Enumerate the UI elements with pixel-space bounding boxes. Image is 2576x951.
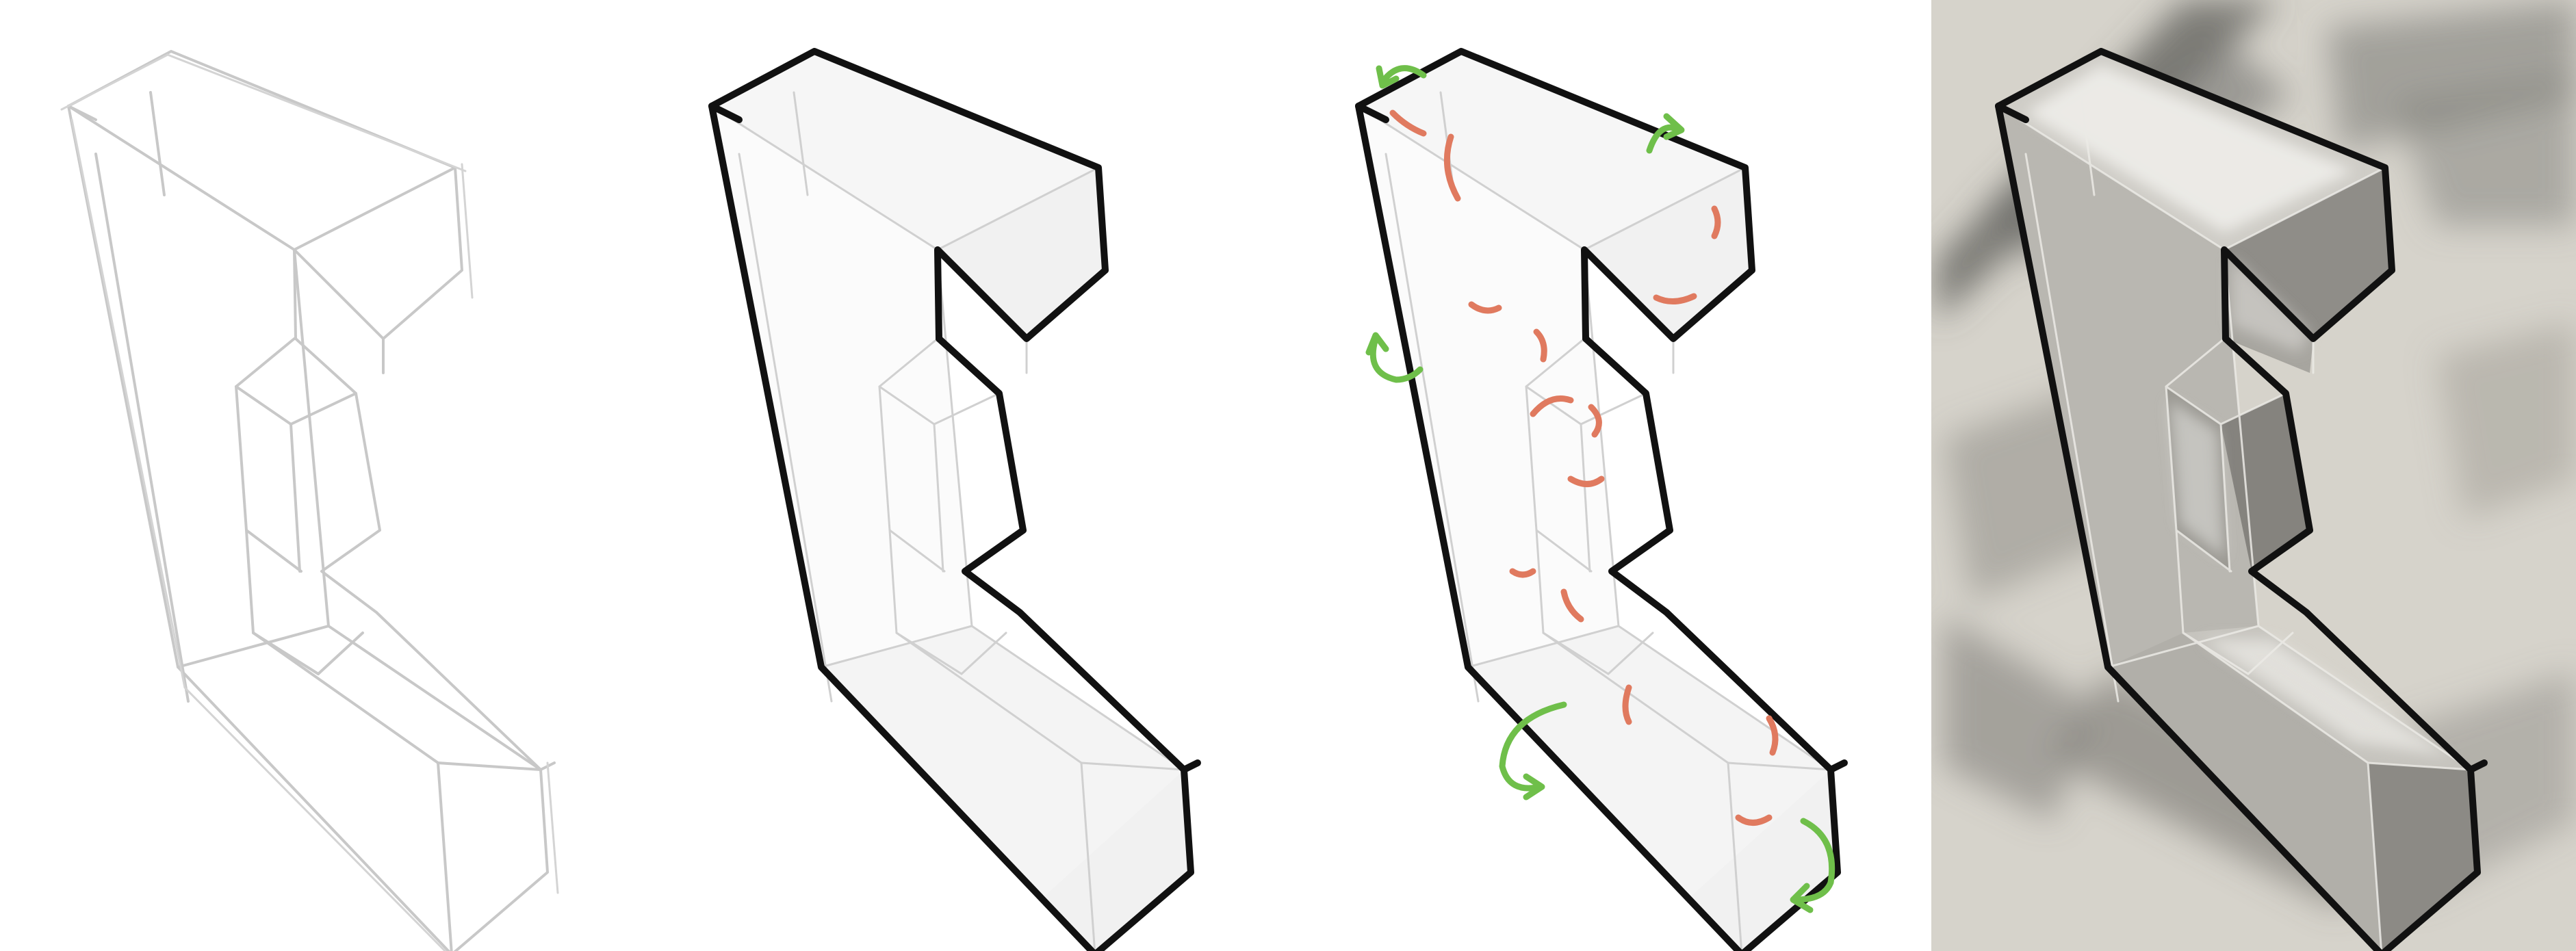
curvature-mark-icon [1711,205,1721,239]
upper-side-face [2224,168,2392,339]
curved-arrow-icon [1365,332,1424,383]
panel-construction-sketch [60,50,559,951]
curvature-mark-icon [1443,133,1461,202]
lower-front-face [2108,633,2382,951]
curvature-mark-icon [1533,328,1547,363]
curvature-mark-icon [1567,476,1605,487]
middle-side-face [2221,393,2310,571]
curved-arrow-icon [1376,65,1427,89]
panel-line-weight [712,51,1198,951]
curved-arrow-icon [1499,701,1567,800]
curvature-mark-icon [1509,568,1536,578]
rotation-arrows [1365,65,1836,913]
curvature-mark-icon [1653,293,1697,304]
curved-arrow-icon [1790,818,1836,913]
lower-side-face [2368,763,2477,951]
curvature-mark-icon [1766,715,1779,756]
curvature-mark-icon [1622,684,1632,725]
curvature-mark-icon [1560,588,1584,623]
curvature-mark-icon [1389,109,1427,137]
curved-arrow-icon [1646,113,1685,154]
panel-form-annotations [1358,51,1844,951]
curvature-marks [1389,109,1779,826]
curvature-mark-icon [1530,395,1574,417]
shaded-letter [1998,51,2484,951]
panel-shaded-render [1931,0,2576,951]
curvature-mark-icon [1735,814,1773,826]
curvature-mark-icon [1588,404,1602,438]
curvature-mark-icon [1468,301,1502,314]
extra-sketch-strokes [60,53,559,951]
